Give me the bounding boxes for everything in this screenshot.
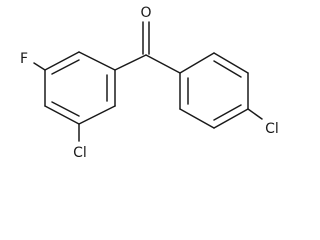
right-ring-inner-bond bbox=[213, 104, 242, 121]
fluorine-label: F bbox=[20, 51, 28, 67]
right-ring-inner-bond bbox=[213, 60, 242, 78]
left-ring-bond bbox=[78, 105, 116, 125]
right-ring-bond bbox=[213, 108, 249, 129]
atom-labels: O F Cl Cl bbox=[20, 5, 279, 161]
left-aryl-link bbox=[114, 54, 147, 71]
bond-lines bbox=[33, 21, 263, 142]
left-ring-bond bbox=[44, 51, 80, 71]
chlorine-label-right: Cl bbox=[265, 121, 279, 137]
fluoro-bond bbox=[33, 62, 46, 71]
molecule-drawing: O F Cl Cl bbox=[20, 5, 279, 161]
right-ring-bond bbox=[179, 52, 215, 74]
structure-diagram: O F Cl Cl bbox=[20, 5, 279, 161]
left-ring-inner-bond bbox=[51, 101, 80, 117]
left-ring-bond bbox=[44, 105, 80, 125]
right-ring-bond bbox=[179, 108, 215, 129]
right-ring-bond bbox=[213, 52, 249, 74]
oxygen-label: O bbox=[140, 5, 151, 21]
left-ring-bond bbox=[78, 51, 116, 71]
right-chloro-bond bbox=[247, 108, 263, 120]
left-ring-inner-bond bbox=[51, 59, 80, 75]
right-aryl-link bbox=[145, 54, 181, 74]
chlorine-label-left: Cl bbox=[73, 145, 87, 161]
